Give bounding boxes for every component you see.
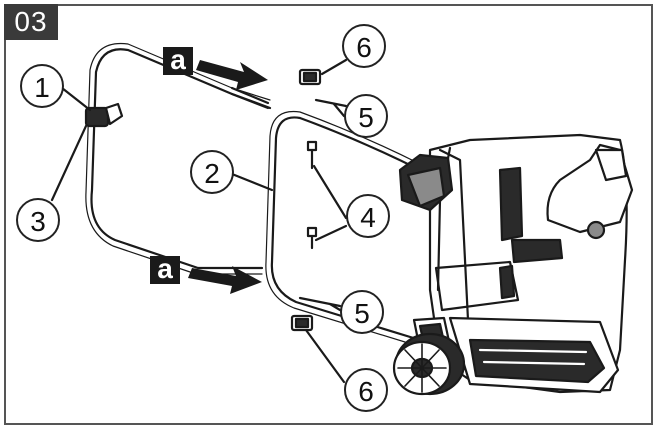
- step-number-badge: 03: [4, 4, 58, 40]
- arrow-top: [196, 60, 268, 90]
- nut-bottom: [290, 314, 314, 332]
- direction-arrows: [188, 60, 268, 294]
- leader-1: [60, 86, 92, 112]
- callout-washer-bottom: 5: [340, 290, 384, 334]
- callout-handle-upper: 1: [20, 64, 64, 108]
- wheel: [392, 332, 466, 396]
- leader-3: [50, 124, 88, 202]
- callout-nut-top: 6: [342, 24, 386, 68]
- callout-nut-bottom: 6: [344, 368, 388, 412]
- washer-bottom: [298, 296, 342, 308]
- bolts: [306, 140, 318, 250]
- callout-bolts: 4: [346, 194, 390, 238]
- callout-washer-top: 5: [344, 94, 388, 138]
- leader-5-bottom: [328, 302, 342, 312]
- leader-6-top: [320, 58, 348, 76]
- leader-4a: [312, 164, 348, 220]
- callout-knob: 3: [16, 198, 60, 242]
- callout-handle-lower: 2: [190, 150, 234, 194]
- arrow-label-top: a: [163, 46, 193, 75]
- machine-body: [398, 133, 634, 394]
- leader-5-top: [332, 102, 346, 118]
- lower-handle: [270, 116, 422, 342]
- upper-handle: [90, 48, 272, 270]
- arrow-bottom: [188, 266, 262, 294]
- arrow-label-bottom: a: [150, 255, 180, 284]
- leader-4b: [314, 224, 348, 242]
- washer-top: [314, 98, 348, 108]
- leader-2: [230, 172, 274, 192]
- leader-6-bottom: [304, 328, 346, 384]
- handle-knob: [84, 102, 124, 128]
- nut-top: [298, 68, 322, 86]
